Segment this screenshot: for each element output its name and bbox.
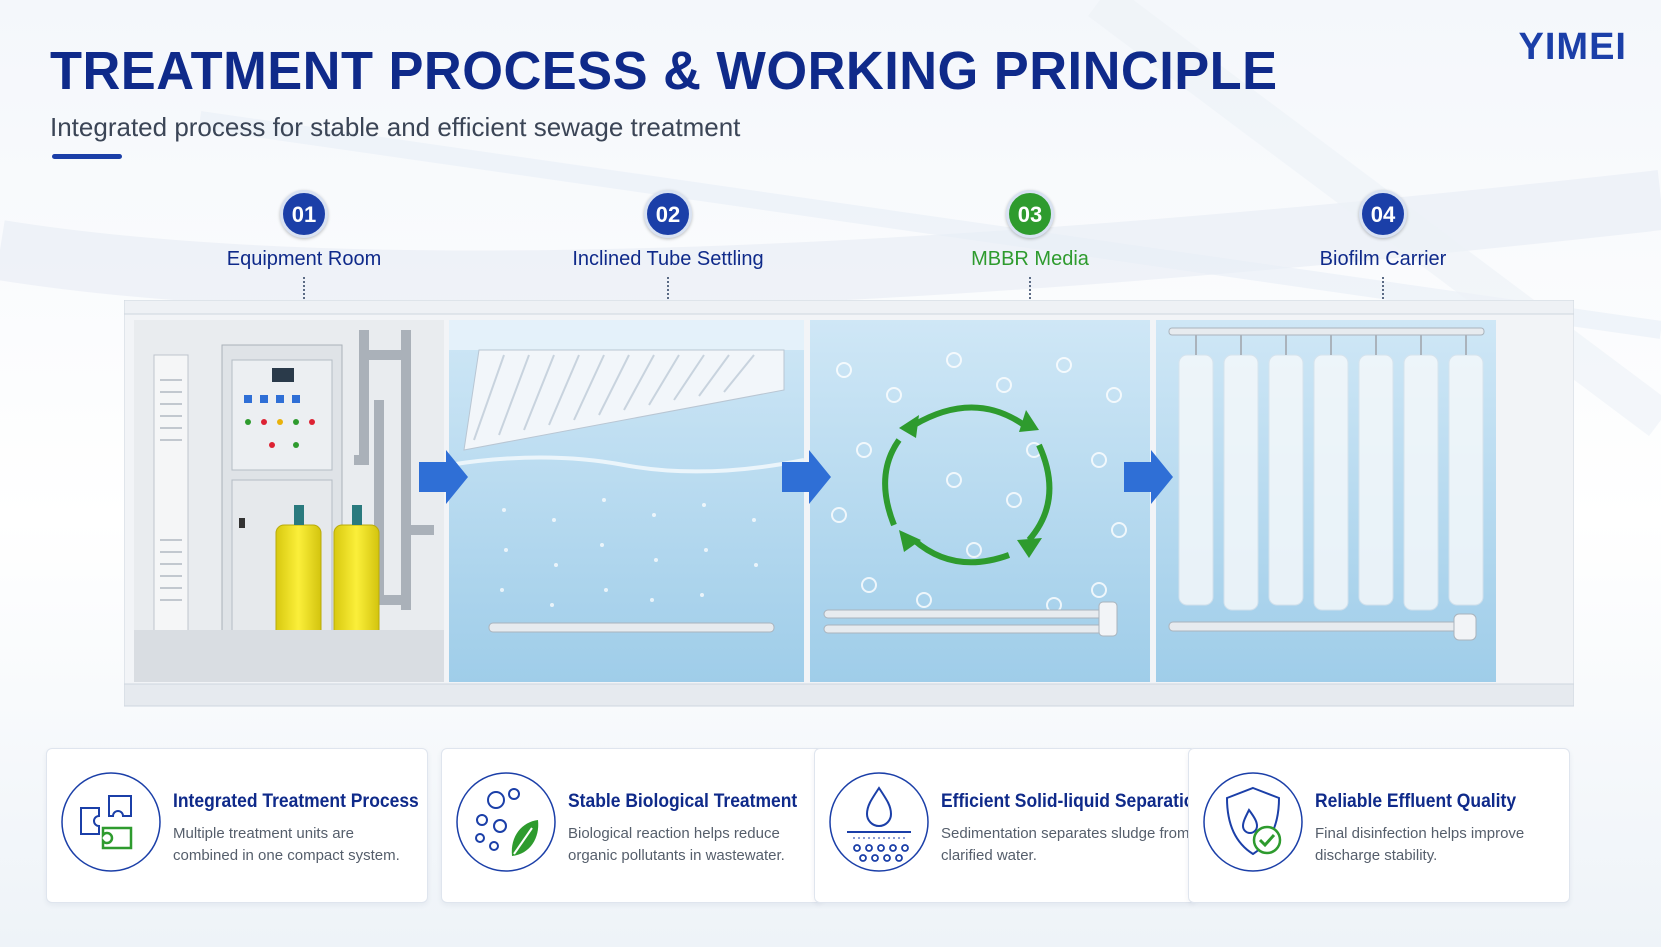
brand-logo: YIMEI	[1518, 26, 1627, 68]
stage-leader-line	[1382, 277, 1384, 303]
stage-leader-line	[667, 277, 669, 303]
stage-equipment-room: 01 Equipment Room	[189, 190, 419, 303]
flow-arrows	[419, 450, 1173, 504]
stage-label: Biofilm Carrier	[1319, 248, 1447, 270]
stage-number-badge: 04	[1359, 190, 1407, 238]
inclined-tube-settling-compartment	[448, 320, 805, 682]
feature-card-integrated: Integrated Treatment Process Multiple tr…	[46, 748, 428, 903]
feature-card-biological: Stable Biological Treatment Biological r…	[441, 748, 823, 903]
feature-card-effluent: Reliable Effluent Quality Final disinfec…	[1188, 748, 1570, 903]
feature-title: Efficient Solid-liquid Separation	[941, 791, 1206, 812]
equipment-room-compartment	[134, 320, 444, 682]
feature-title: Integrated Treatment Process	[173, 791, 419, 812]
mbbr-media-compartment	[810, 320, 1150, 682]
stage-mbbr-media: 03 MBBR Media	[915, 190, 1145, 303]
stage-leader-line	[1029, 277, 1031, 303]
shield-check-icon	[1203, 772, 1303, 872]
stage-label: Inclined Tube Settling	[572, 248, 764, 270]
page-subtitle: Integrated process for stable and effici…	[50, 112, 741, 142]
feature-cards: Integrated Treatment Process Multiple tr…	[46, 748, 1616, 903]
page-title: TREATMENT PROCESS & WORKING PRINCIPLE	[50, 41, 1278, 101]
stage-number-badge: 03	[1006, 190, 1054, 238]
feature-description: Sedimentation separates sludge from clar…	[941, 825, 1190, 864]
feature-title: Stable Biological Treatment	[568, 791, 798, 812]
water-drop-filter-icon	[829, 772, 929, 872]
feature-title: Reliable Effluent Quality	[1315, 791, 1517, 812]
title-underline	[52, 154, 122, 159]
stage-biofilm-carrier: 04 Biofilm Carrier	[1268, 190, 1498, 303]
leaf-bubbles-icon	[456, 772, 556, 872]
feature-description: Multiple treatment units are combined in…	[173, 825, 400, 864]
stage-number-badge: 01	[280, 190, 328, 238]
feature-card-separation: Efficient Solid-liquid Separation Sedime…	[814, 748, 1205, 903]
treatment-tank-diagram	[124, 300, 1574, 707]
stage-label: Equipment Room	[226, 248, 382, 270]
feature-description: Final disinfection helps improve dischar…	[1315, 825, 1525, 864]
stage-leader-line	[303, 277, 305, 303]
stage-inclined-tube-settling: 02 Inclined Tube Settling	[553, 190, 783, 303]
puzzle-icon	[61, 772, 161, 872]
stage-number-badge: 02	[644, 190, 692, 238]
feature-description: Biological reaction helps reduce organic…	[568, 825, 785, 864]
stage-label: MBBR Media	[971, 248, 1089, 270]
biofilm-carrier-compartment	[1156, 320, 1496, 682]
